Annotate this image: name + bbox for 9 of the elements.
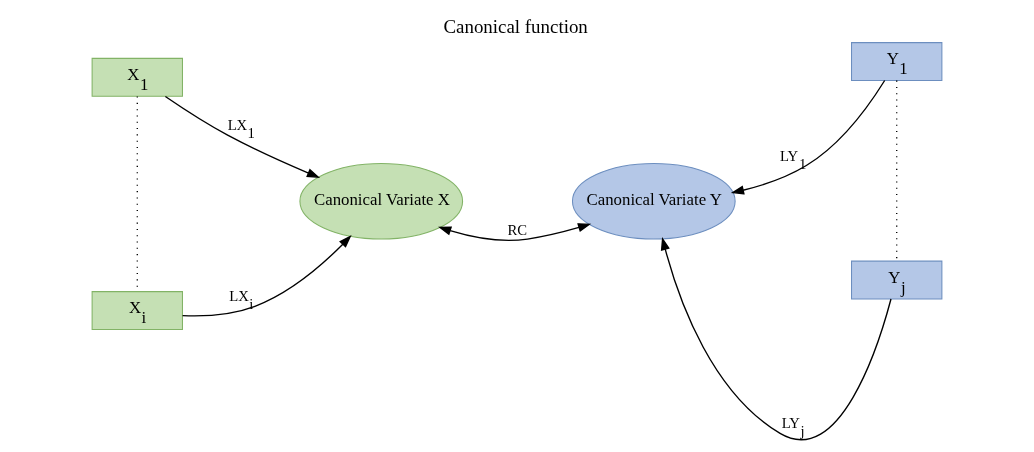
arrow bbox=[438, 222, 592, 241]
node-ellipse: Canonical Variate X bbox=[299, 162, 464, 240]
arrow bbox=[181, 234, 352, 317]
edge-label: RC bbox=[507, 221, 528, 238]
arrow bbox=[660, 236, 892, 440]
arrow bbox=[730, 79, 886, 195]
node-ellipse: Canonical Variate Y bbox=[571, 162, 736, 240]
diagram-title: Canonical function bbox=[443, 15, 588, 37]
arrow bbox=[164, 95, 321, 178]
